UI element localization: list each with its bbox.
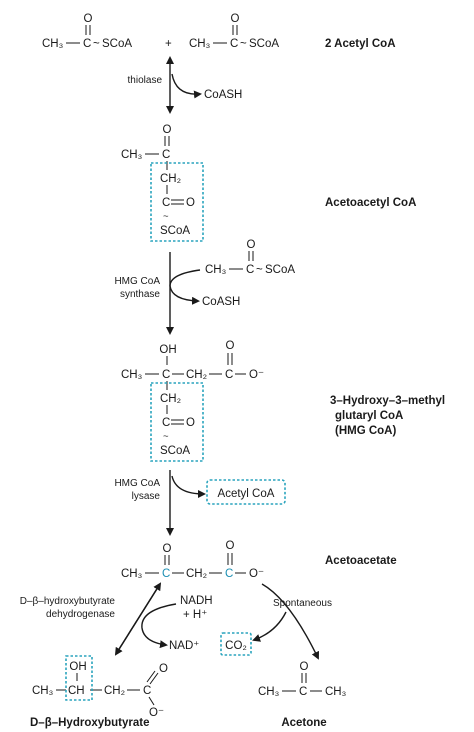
svg-text:C: C (299, 686, 307, 698)
svg-text:C: C (162, 417, 170, 429)
compound-label-hmg-line3: (HMG CoA) (335, 425, 396, 437)
nad-plus-label: NAD⁺ (169, 640, 199, 652)
hydroxybutyrate-structure: OH CH₃ CH CH₂ C O O⁻ (32, 655, 168, 719)
svg-text:C: C (143, 685, 151, 697)
co2-box (220, 632, 252, 656)
svg-text:SCoA: SCoA (249, 38, 279, 50)
compound-label-acetone: Acetone (281, 717, 326, 729)
svg-text:CH₂: CH₂ (186, 568, 207, 580)
enzyme-hmg-lyase-line2: lysase (132, 491, 161, 502)
svg-text:C: C (230, 38, 238, 50)
svg-text:CH₃: CH₃ (121, 369, 143, 381)
svg-text:~: ~ (240, 38, 247, 50)
svg-text:O: O (159, 663, 168, 675)
svg-text:C: C (162, 369, 170, 381)
compound-label-hydroxybutyrate: D–β–Hydroxybutyrate (30, 717, 150, 729)
svg-text:~: ~ (163, 211, 169, 222)
svg-text:CH₃: CH₃ (189, 38, 211, 50)
svg-text:O: O (247, 239, 256, 251)
svg-text:C: C (162, 197, 170, 209)
svg-text:O: O (186, 417, 195, 429)
svg-text:O: O (84, 13, 93, 25)
svg-text:CH: CH (68, 685, 85, 697)
plus-sign: + (165, 38, 172, 50)
acetyl-coa-substrate: O CH₃ C ~ SCoA (205, 239, 295, 276)
compound-label-hmg-line1: 3–Hydroxy–3–methyl (330, 395, 445, 407)
svg-text:C: C (246, 264, 254, 276)
svg-text:CH₃: CH₃ (258, 686, 280, 698)
svg-text:C: C (162, 568, 170, 580)
svg-text:CH₃: CH₃ (121, 568, 143, 580)
coash-product-1: CoASH (204, 89, 242, 101)
compound-label-acetoacetyl-coa: Acetoacetyl CoA (325, 197, 416, 209)
co2-release-arrow (252, 611, 287, 642)
svg-text:~: ~ (93, 38, 100, 50)
svg-text:O: O (226, 340, 235, 352)
svg-text:O⁻: O⁻ (149, 707, 164, 719)
co2-label: CO₂ (225, 640, 247, 652)
acetone-structure: O CH₃ C CH₃ (258, 661, 347, 698)
svg-text:CH₃: CH₃ (205, 264, 227, 276)
acetoacetate-structure: O CH₃ C CH₂ C O O⁻ (121, 540, 264, 580)
coash-product-2: CoASH (202, 296, 240, 308)
svg-text:C: C (162, 149, 170, 161)
compound-label-acetoacetate: Acetoacetate (325, 555, 397, 567)
spontaneous-arrow (261, 583, 319, 660)
acetyl-coa-structure-left: O CH₃ C ~ SCoA (42, 13, 132, 50)
svg-text:SCoA: SCoA (102, 38, 132, 50)
enzyme-hmg-lyase-line1: HMG CoA (114, 478, 160, 489)
compound-label-hmg-line2: glutaryl CoA (335, 410, 403, 422)
svg-text:OH: OH (69, 661, 86, 673)
svg-text:CH₃: CH₃ (325, 686, 347, 698)
enzyme-thiolase: thiolase (128, 75, 163, 86)
svg-text:C: C (83, 38, 91, 50)
spontaneous-label: Spontaneous (273, 598, 332, 609)
enzyme-hmg-synthase-line1: HMG CoA (114, 276, 160, 287)
svg-text:CH₂: CH₂ (160, 393, 181, 405)
svg-text:CH₂: CH₂ (160, 173, 181, 185)
svg-text:SCoA: SCoA (160, 445, 190, 457)
nadh-to-nad-arrow (141, 603, 177, 649)
svg-text:O: O (226, 540, 235, 552)
acetyl-coa-product: Acetyl CoA (218, 488, 275, 500)
svg-text:OH: OH (159, 344, 176, 356)
enzyme-bhb-dh-line1: D–β–hydroxybutyrate (20, 596, 116, 607)
svg-text:O: O (300, 661, 309, 673)
svg-text:O: O (231, 13, 240, 25)
svg-text:SCoA: SCoA (160, 225, 190, 237)
svg-text:O: O (186, 197, 195, 209)
svg-text:CH₃: CH₃ (32, 685, 54, 697)
svg-text:C: C (225, 369, 233, 381)
coash-release-arrow-1 (171, 73, 202, 99)
enzyme-hmg-synthase-line2: synthase (120, 289, 160, 300)
svg-text:O: O (163, 543, 172, 555)
h-plus-label: + H⁺ (183, 609, 207, 621)
svg-text:CH₂: CH₂ (186, 369, 207, 381)
acetyl-coa-structure-right: O CH₃ C ~ SCoA (189, 13, 279, 50)
svg-text:~: ~ (163, 431, 169, 442)
svg-text:C: C (225, 568, 233, 580)
compound-label-acetyl-coa: 2 Acetyl CoA (325, 38, 396, 50)
svg-text:CH₃: CH₃ (121, 149, 143, 161)
hmg-synthase-curved-arrow (169, 269, 201, 305)
svg-text:~: ~ (256, 264, 263, 276)
acetoacetyl-coa-structure: O CH₃ C CH₂ C O ~ SCoA (121, 124, 204, 242)
enzyme-bhb-dh-line2: dehydrogenase (46, 609, 115, 620)
svg-text:O⁻: O⁻ (249, 369, 264, 381)
acetyl-coa-product-box (206, 479, 286, 505)
svg-text:CH₃: CH₃ (42, 38, 64, 50)
acetyl-coa-release-arrow (171, 475, 206, 498)
svg-text:SCoA: SCoA (265, 264, 295, 276)
nadh-label: NADH (180, 595, 213, 607)
svg-text:O: O (163, 124, 172, 136)
bhb-dh-reverse-arrow (115, 582, 162, 655)
svg-text:O⁻: O⁻ (249, 568, 264, 580)
svg-text:CH₂: CH₂ (104, 685, 125, 697)
hmg-coa-structure: OH CH₃ C CH₂ C O O⁻ CH₂ C O ~ SCoA (121, 340, 264, 462)
